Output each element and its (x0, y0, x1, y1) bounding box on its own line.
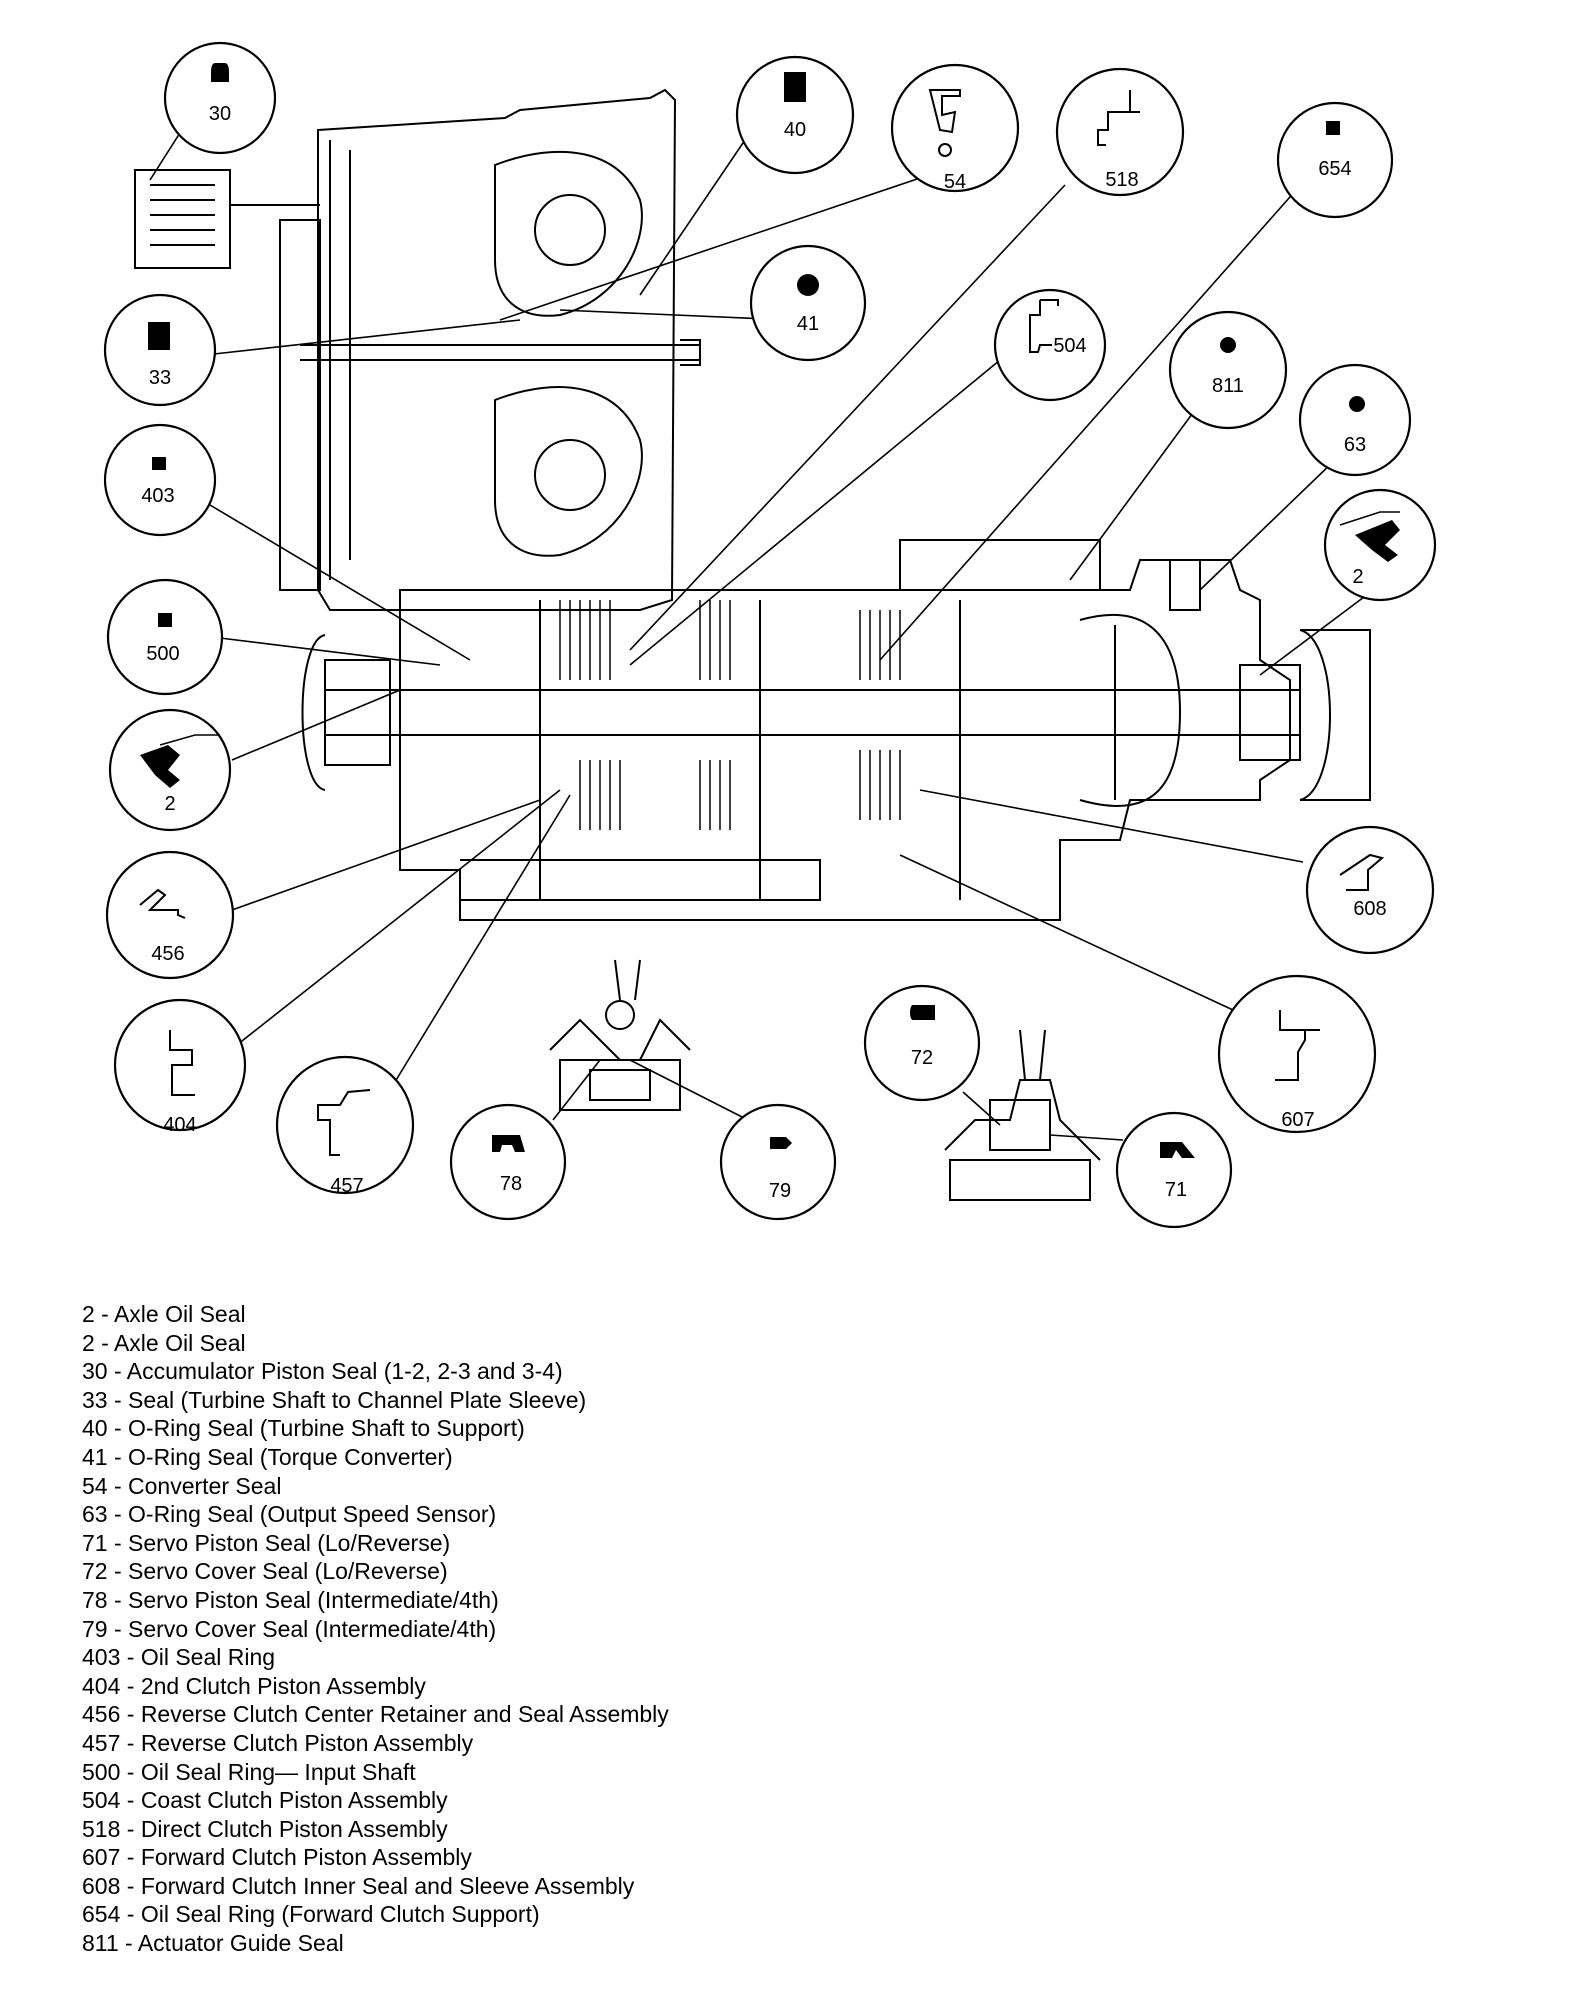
square-seal-icon (784, 72, 806, 102)
callout-number: 78 (500, 1173, 522, 1195)
callout-number: 403 (141, 485, 174, 507)
bullet-seal-icon (211, 63, 229, 82)
converter-seal-profile-icon (928, 89, 961, 134)
callouts: 30 40 54 518 654 41 33 504 811 (103, 41, 1437, 1229)
small-round-seal-icon (1220, 337, 1236, 353)
legend-item: 78 - Servo Piston Seal (Intermediate/4th… (82, 1586, 499, 1613)
callout-607: 607 (1217, 974, 1377, 1134)
legend-item: 2 - Axle Oil Seal (82, 1329, 246, 1356)
callout-500: 500 (106, 578, 224, 696)
callout-number: 33 (149, 367, 171, 389)
transmission-seal-diagram: 30 40 54 518 654 41 33 504 811 (103, 41, 1437, 1229)
legend-item: 404 - 2nd Clutch Piston Assembly (82, 1672, 426, 1699)
callout-number: 54 (944, 171, 966, 193)
legend-item: 456 - Reverse Clutch Center Retainer and… (82, 1701, 669, 1728)
round-o-ring-icon (797, 274, 819, 296)
callout-number: 811 (1212, 375, 1244, 397)
retainer-profile-icon (139, 888, 186, 919)
piston-profile-icon (1275, 1010, 1320, 1081)
callout-number: 457 (330, 1175, 363, 1197)
callout-33: 33 (103, 293, 217, 407)
callout-30: 30 (163, 41, 277, 155)
legend-item: 41 - O-Ring Seal (Torque Converter) (82, 1443, 453, 1470)
callout-number: 607 (1281, 1109, 1314, 1131)
callout-654: 654 (1276, 101, 1394, 219)
callout-456: 456 (105, 850, 235, 980)
legend-item: 71 - Servo Piston Seal (Lo/Reverse) (82, 1529, 451, 1556)
callout-number: 654 (1318, 158, 1351, 180)
piston-profile-icon (169, 1030, 195, 1096)
legend-item: 608 - Forward Clutch Inner Seal and Slee… (82, 1872, 635, 1899)
legend-item: 54 - Converter Seal (82, 1472, 282, 1499)
callout-number: 41 (797, 313, 819, 335)
callout-518: 518 (1055, 67, 1185, 197)
callout-41: 41 (749, 244, 867, 362)
callout-403: 403 (103, 423, 217, 537)
legend-item: 33 - Seal (Turbine Shaft to Channel Plat… (82, 1386, 587, 1413)
legend-item: 504 - Coast Clutch Piston Assembly (82, 1787, 448, 1814)
callout-number: 2 (1352, 566, 1363, 588)
piston-profile-icon (317, 1089, 371, 1156)
axle-seal-profile-icon (140, 745, 180, 788)
callout-54: 54 (890, 63, 1020, 193)
callout-number: 30 (209, 103, 231, 125)
servo-cover-seal-icon (910, 1005, 935, 1020)
callout-number: 500 (146, 643, 179, 665)
legend-item: 40 - O-Ring Seal (Turbine Shaft to Suppo… (82, 1415, 525, 1442)
small-round-seal-icon (1349, 396, 1365, 412)
small-square-seal-icon (158, 613, 172, 627)
callout-2-top: 2 (1323, 488, 1437, 602)
callout-40: 40 (735, 55, 855, 175)
callout-457: 457 (275, 1055, 415, 1197)
piston-profile-icon (1097, 90, 1140, 146)
callout-608: 608 (1305, 825, 1435, 955)
servo-piston-seal-icon (1160, 1142, 1195, 1158)
callout-number: 518 (1105, 169, 1138, 191)
legend-item: 811 - Actuator Guide Seal (82, 1930, 344, 1957)
callout-504: 504 (993, 288, 1107, 402)
callout-number: 456 (151, 943, 184, 965)
square-seal-icon (148, 322, 170, 350)
transmission-cross-section (134, 88, 1371, 1201)
servo-cover-seal-icon (770, 1137, 792, 1149)
small-square-seal-icon (152, 457, 166, 470)
axle-seal-profile-icon (1355, 520, 1400, 562)
callout-number: 71 (1165, 1179, 1187, 1201)
legend-item: 79 - Servo Cover Seal (Intermediate/4th) (82, 1615, 497, 1642)
leader-lines (149, 124, 1381, 1141)
legend-item: 518 - Direct Clutch Piston Assembly (82, 1815, 448, 1842)
legend-item: 654 - Oil Seal Ring (Forward Clutch Supp… (82, 1901, 540, 1928)
seal-legend: 2 - Axle Oil Seal 2 - Axle Oil Seal 30 -… (82, 1300, 1082, 1958)
callout-number: 79 (769, 1180, 791, 1202)
callout-78: 78 (449, 1103, 567, 1221)
legend-item: 457 - Reverse Clutch Piston Assembly (82, 1729, 474, 1756)
legend-item: 72 - Servo Cover Seal (Lo/Reverse) (82, 1558, 448, 1585)
callout-number: 72 (911, 1047, 933, 1069)
servo-piston-seal-icon (492, 1135, 525, 1152)
callout-number: 504 (1053, 335, 1086, 357)
legend-item: 63 - O-Ring Seal (Output Speed Sensor) (82, 1501, 497, 1528)
sleeve-profile-icon (1339, 853, 1385, 891)
small-square-seal-icon (1326, 121, 1340, 135)
legend-item: 2 - Axle Oil Seal (82, 1301, 246, 1327)
callout-404: 404 (113, 998, 247, 1136)
legend-item: 500 - Oil Seal Ring— Input Shaft (82, 1758, 416, 1785)
piston-profile-icon (1029, 299, 1059, 353)
legend-item: 403 - Oil Seal Ring (82, 1644, 276, 1671)
callout-number: 404 (163, 1114, 196, 1136)
callout-63: 63 (1298, 363, 1412, 477)
callout-2-left: 2 (108, 708, 232, 832)
legend-item: 607 - Forward Clutch Piston Assembly (82, 1844, 472, 1871)
callout-number: 63 (1344, 434, 1366, 456)
callout-79: 79 (719, 1103, 837, 1221)
callout-811: 811 (1168, 310, 1288, 430)
callout-72: 72 (863, 984, 981, 1102)
callout-number: 2 (164, 793, 175, 815)
legend-item: 30 - Accumulator Piston Seal (1-2, 2-3 a… (82, 1358, 563, 1385)
callout-71: 71 (1115, 1111, 1233, 1229)
callout-number: 608 (1353, 898, 1386, 920)
callout-number: 40 (784, 119, 806, 141)
